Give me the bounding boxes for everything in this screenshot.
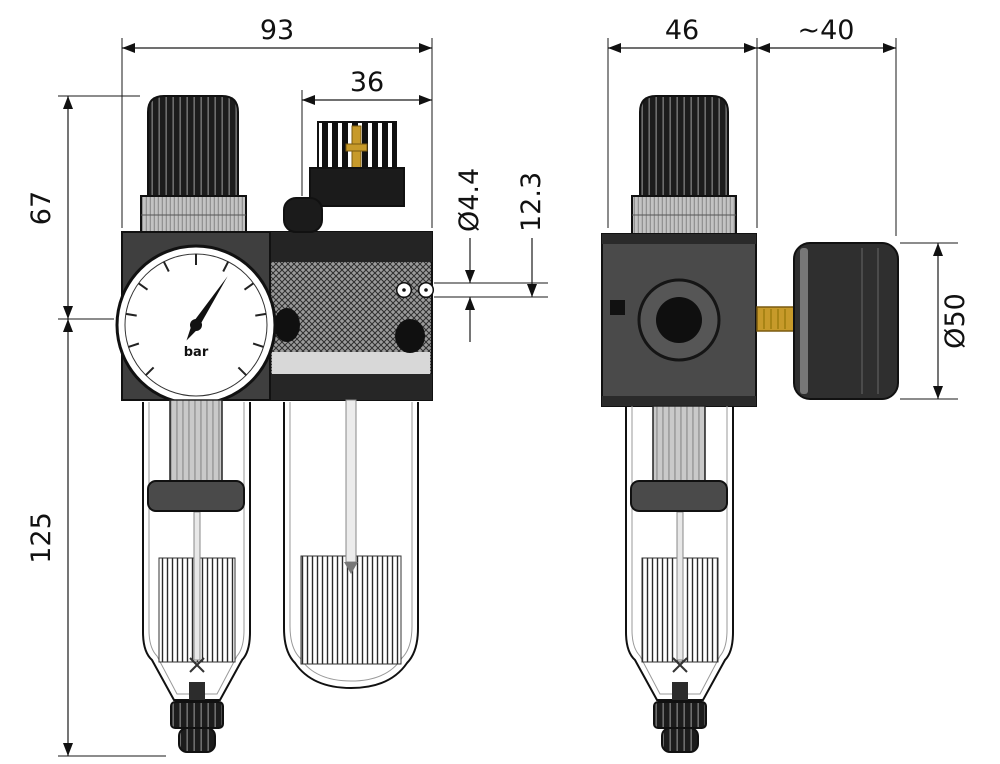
lubricator-cap-base bbox=[309, 167, 405, 207]
dimension-annotations: 93 36 67 125 Ø4.4 bbox=[26, 15, 971, 757]
dimension-gauge-diameter: Ø50 bbox=[900, 242, 971, 400]
drain-knob-lower-right bbox=[661, 727, 699, 753]
drain-knob-upper-right bbox=[653, 701, 707, 729]
dim-40-label: ~40 bbox=[798, 15, 855, 46]
filter-center-rod-right bbox=[676, 511, 684, 661]
lubricator-bowl-outline bbox=[283, 402, 419, 690]
drain-valve-cross bbox=[189, 657, 205, 673]
gauge-brass-stem bbox=[756, 306, 795, 332]
filter-bowl-right bbox=[625, 405, 734, 753]
filter-stem bbox=[169, 399, 223, 485]
body-port-left bbox=[274, 308, 300, 342]
body-top-band-right bbox=[602, 234, 756, 244]
lubricator-bowl-inner-wall bbox=[289, 402, 413, 682]
filter-flange bbox=[147, 480, 245, 512]
lubricator-body-light-band bbox=[272, 352, 430, 374]
dimension-125: 125 bbox=[26, 319, 166, 757]
drain-stem bbox=[189, 682, 205, 700]
body-port-right bbox=[395, 319, 425, 353]
drain-knob-upper bbox=[170, 701, 224, 729]
drain-stem-right bbox=[672, 682, 688, 700]
lubricator-body-top-band bbox=[270, 232, 432, 262]
gauge-unit-label: bar bbox=[184, 345, 209, 360]
body-square-detail bbox=[610, 300, 625, 315]
gauge-hub bbox=[190, 319, 202, 331]
regulator-knob bbox=[147, 95, 239, 197]
dim-gauge-diameter-label: Ø50 bbox=[940, 293, 971, 349]
pressure-gauge-front: bar bbox=[115, 244, 277, 406]
body-bottom-band-right bbox=[602, 396, 756, 406]
right-view bbox=[601, 95, 899, 753]
dim-67-label: 67 bbox=[26, 191, 57, 225]
lubricator-siphon-tube bbox=[345, 399, 357, 563]
dim-hole-diameter-label: Ø4.4 bbox=[454, 168, 485, 232]
mounting-hole-1-center bbox=[402, 288, 406, 292]
dim-46-label: 46 bbox=[665, 15, 699, 46]
dim-hole-offset-label: 12.3 bbox=[516, 172, 547, 232]
dimension-hole-offset: 12.3 bbox=[516, 172, 547, 297]
port-opening bbox=[656, 297, 702, 343]
siphon-tube-tip bbox=[344, 562, 358, 574]
pressure-gauge-side bbox=[756, 242, 899, 400]
left-view: bar bbox=[115, 95, 435, 753]
gauge-ticks bbox=[125, 254, 267, 376]
gauge-case-front-rim bbox=[800, 248, 808, 394]
dim-36-label: 36 bbox=[350, 67, 384, 98]
mounting-hole-2-center bbox=[424, 288, 428, 292]
stem-threads bbox=[763, 309, 786, 329]
regulator-knob-right bbox=[639, 95, 729, 197]
filter-center-rod bbox=[193, 511, 201, 661]
drain-knob-lower bbox=[178, 727, 216, 753]
filter-stem-right bbox=[652, 405, 706, 485]
dimension-67: 67 bbox=[26, 95, 140, 320]
lubricator-brass-crossbar bbox=[345, 143, 368, 152]
dimension-40: ~40 bbox=[757, 15, 897, 236]
dimension-93: 93 bbox=[121, 15, 433, 228]
filter-flange-right bbox=[630, 480, 728, 512]
dim-125-label: 125 bbox=[26, 512, 57, 564]
lubricator-body-bottom-band bbox=[270, 374, 432, 400]
drain-valve-cross-right bbox=[672, 657, 688, 673]
dimension-36: 36 bbox=[301, 67, 432, 196]
lubricator-sight-dome bbox=[283, 197, 323, 233]
lubricator-bowl bbox=[283, 399, 419, 690]
filter-bowl-left bbox=[142, 399, 251, 753]
dim-93-label: 93 bbox=[260, 15, 294, 46]
gauge-case bbox=[793, 242, 899, 400]
dimension-46: 46 bbox=[607, 15, 758, 228]
dimension-hole-diameter: Ø4.4 bbox=[434, 168, 548, 342]
